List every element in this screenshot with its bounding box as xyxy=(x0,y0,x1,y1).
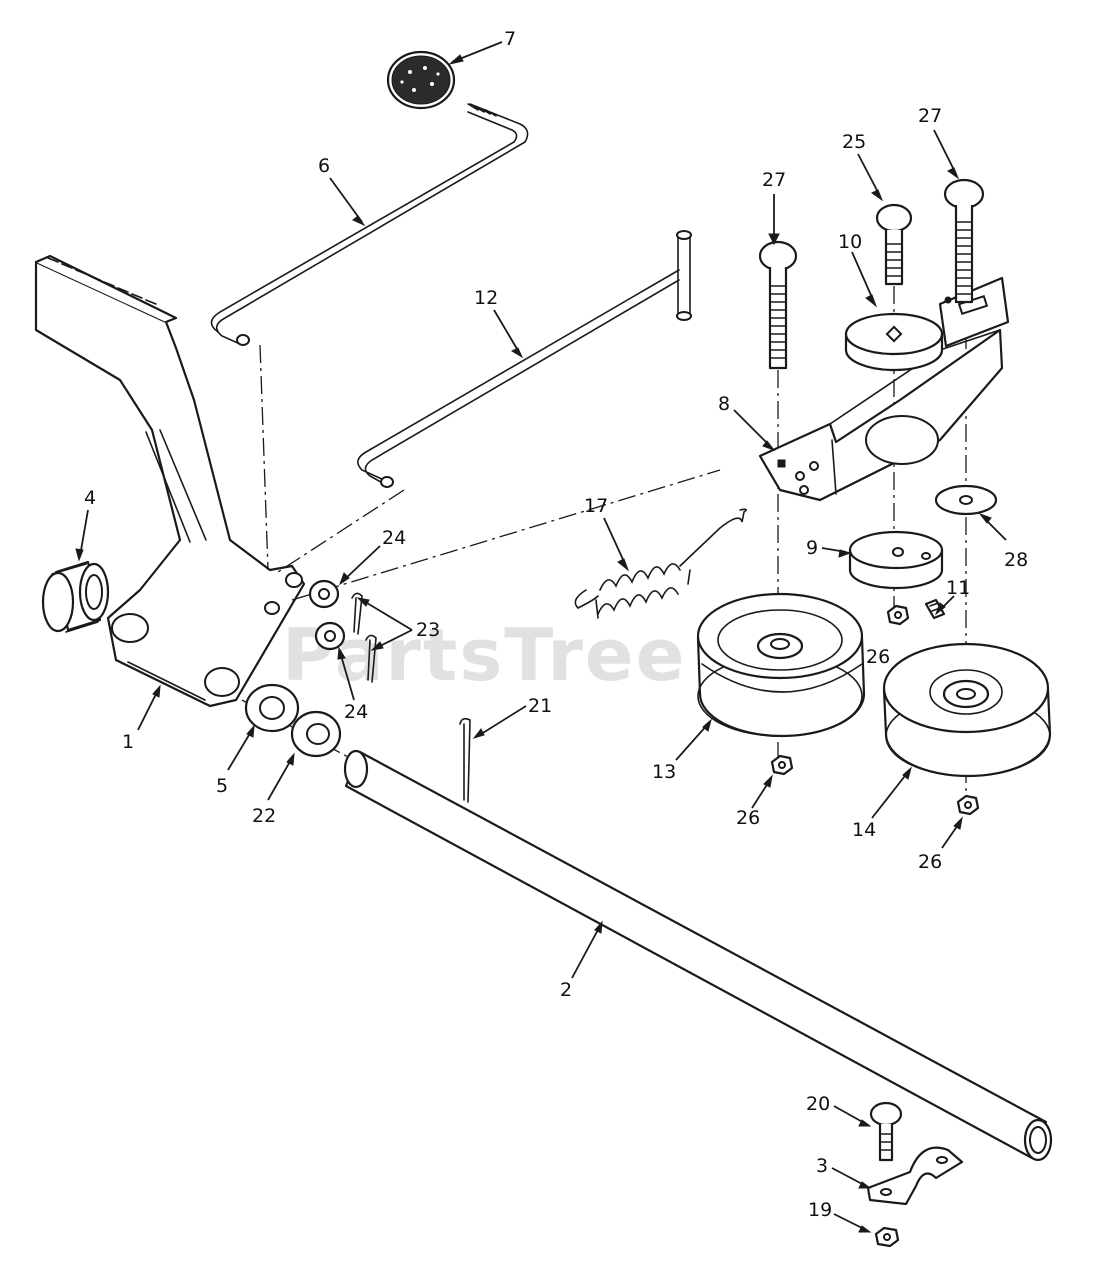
part-27-bolt-right xyxy=(943,178,985,304)
part-24-washer-upper xyxy=(308,579,340,609)
part-21-cotter-pin xyxy=(459,717,471,803)
part-14-pulley xyxy=(882,642,1052,778)
callout-4: 4 xyxy=(84,487,96,509)
part-20-bolt xyxy=(869,1101,903,1162)
callout-21: 21 xyxy=(528,695,552,717)
part-2-shaft xyxy=(343,749,1053,1162)
callout-27: 27 xyxy=(762,169,786,191)
callout-23: 23 xyxy=(416,619,440,641)
callout-5: 5 xyxy=(216,775,228,797)
part-10-washer xyxy=(844,312,944,372)
callout-26: 26 xyxy=(866,646,890,668)
callout-25: 25 xyxy=(842,131,866,153)
callout-labels: 7 6 12 27 25 27 10 8 17 9 28 11 26 4 24 … xyxy=(84,28,1028,1221)
part-7-knob xyxy=(386,50,456,110)
callout-7: 7 xyxy=(504,28,516,50)
callout-19: 19 xyxy=(808,1199,832,1221)
callout-24: 24 xyxy=(344,701,368,723)
callout-10: 10 xyxy=(838,231,862,253)
part-9-spacer xyxy=(848,530,944,590)
part-26-nut-upper xyxy=(886,604,910,626)
part-12-rod xyxy=(357,230,692,488)
callout-22: 22 xyxy=(252,805,276,827)
part-25-bolt xyxy=(875,203,913,286)
callout-2: 2 xyxy=(560,979,572,1001)
callout-8: 8 xyxy=(718,393,730,415)
callout-24: 24 xyxy=(382,527,406,549)
part-24-washer-lower xyxy=(314,621,346,651)
part-8-bracket xyxy=(758,276,1010,502)
part-23-cotter-pins xyxy=(351,592,377,683)
callout-14: 14 xyxy=(852,819,876,841)
callout-6: 6 xyxy=(318,155,330,177)
callout-1: 1 xyxy=(122,731,134,753)
leader-lines xyxy=(75,41,1007,1233)
part-6-rod xyxy=(210,103,529,346)
centerline-rod12 xyxy=(277,489,405,573)
part-13-pulley xyxy=(696,592,866,738)
part-1-pedal-arm xyxy=(34,254,306,708)
centerline-spring xyxy=(291,469,721,601)
callout-26: 26 xyxy=(736,807,760,829)
part-17-spring xyxy=(574,508,748,619)
callout-11: 11 xyxy=(946,577,970,599)
part-5-washer xyxy=(244,683,300,733)
callout-28: 28 xyxy=(1004,549,1028,571)
part-26-nut-middle xyxy=(770,754,794,776)
callout-9: 9 xyxy=(806,537,818,559)
part-4-bushing xyxy=(41,560,110,633)
callout-20: 20 xyxy=(806,1093,830,1115)
callout-13: 13 xyxy=(652,761,676,783)
part-26-nut-lower xyxy=(956,794,980,816)
part-3-clamp xyxy=(866,1146,964,1206)
centerline-rod6 xyxy=(259,344,269,571)
callout-26: 26 xyxy=(918,851,942,873)
part-22-washer xyxy=(290,710,342,758)
callout-27: 27 xyxy=(918,105,942,127)
callout-12: 12 xyxy=(474,287,498,309)
part-27-bolt-left xyxy=(758,240,798,370)
callout-3: 3 xyxy=(816,1155,828,1177)
part-19-nut xyxy=(874,1226,900,1248)
callout-17: 17 xyxy=(584,495,608,517)
part-28-washer xyxy=(934,484,998,516)
